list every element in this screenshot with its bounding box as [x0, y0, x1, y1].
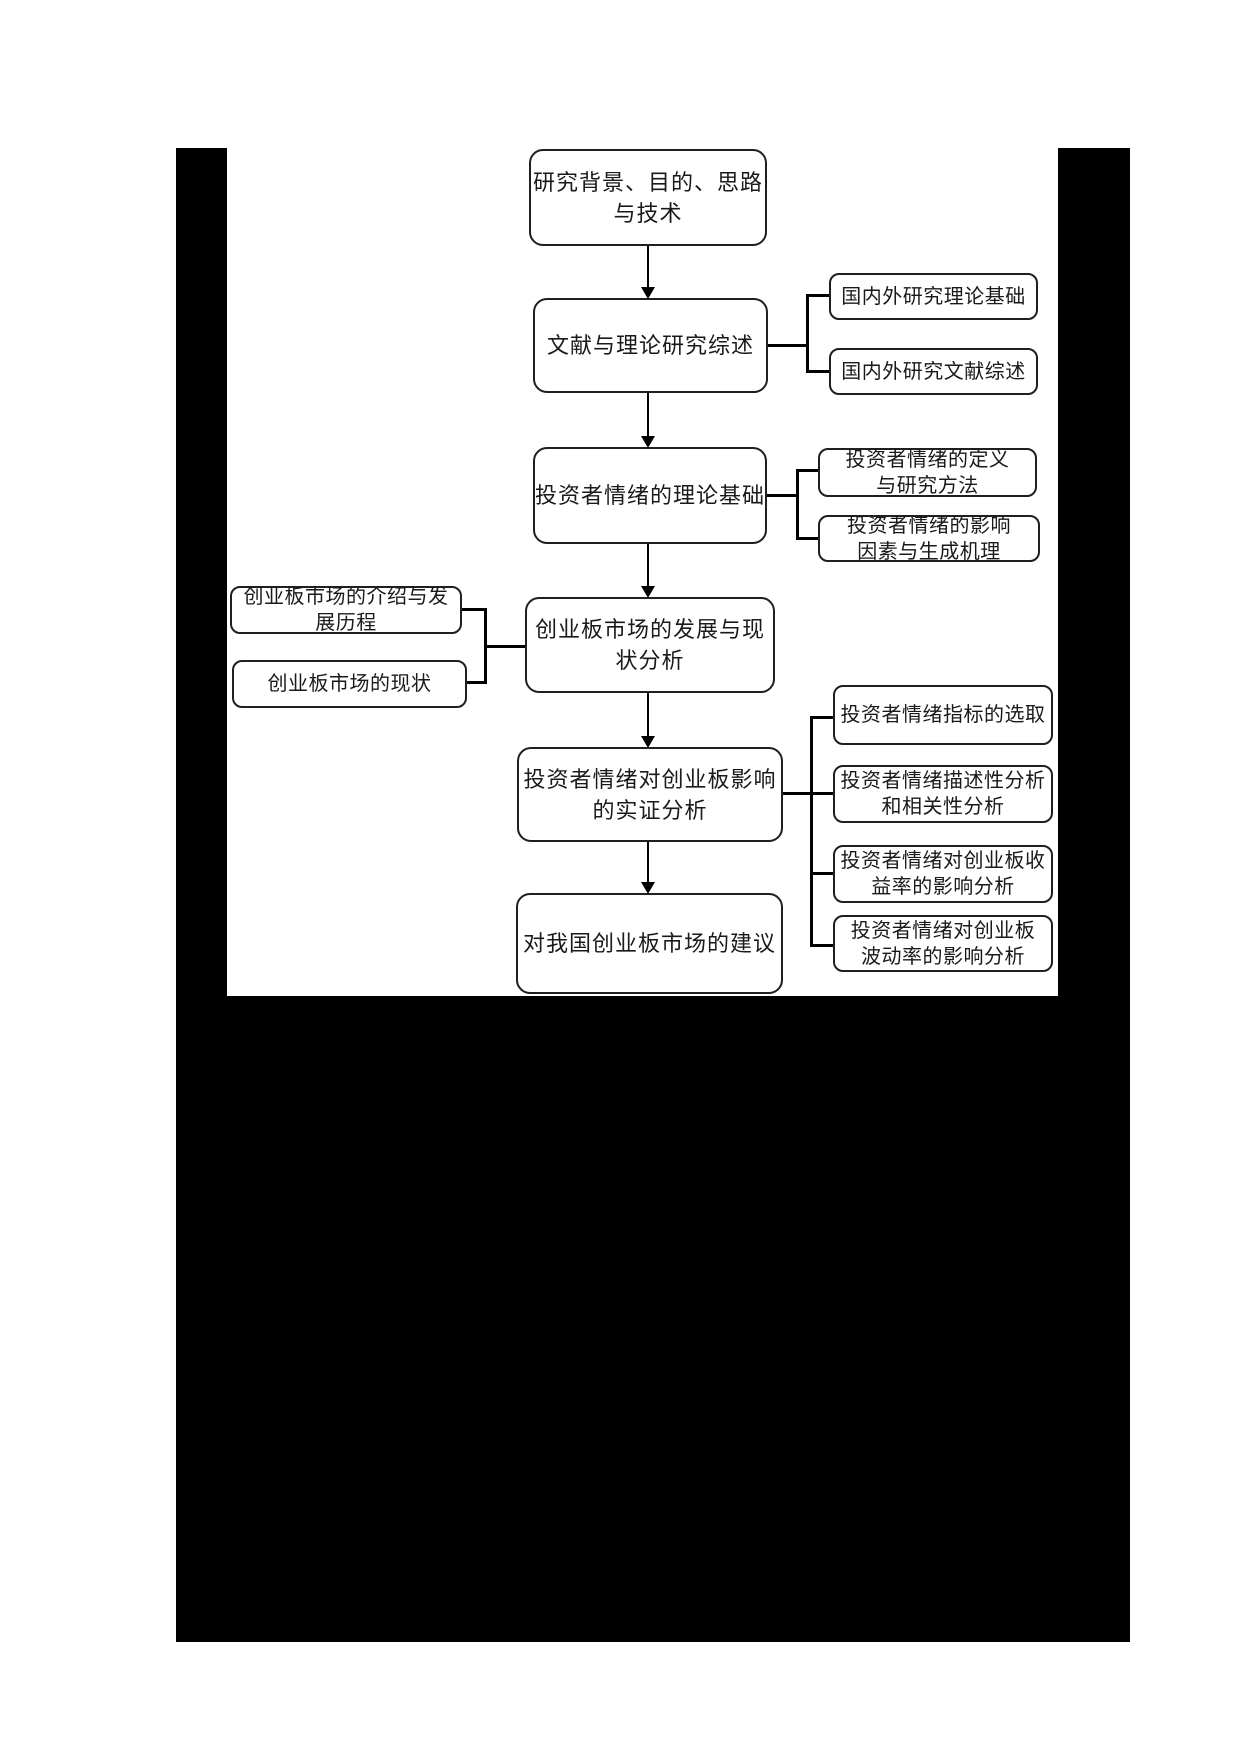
node-return-impact-analysis: 投资者情绪对创业板收 益率的影响分析: [833, 845, 1053, 903]
node-gem-development-analysis: 创业板市场的发展与现 状分析: [525, 597, 775, 693]
node-gem-intro-history: 创业板市场的介绍与发 展历程: [230, 586, 462, 634]
connector-gem-main: [484, 645, 525, 648]
connector-empirical-stub-1: [810, 716, 833, 719]
connector-lit-review-main: [768, 344, 808, 347]
connector-sentiment-main: [767, 494, 798, 497]
connector-gem-stub-1: [462, 608, 486, 611]
node-literature-theory-review: 文献与理论研究综述: [533, 298, 768, 393]
connector-sentiment-stub-2: [796, 537, 818, 540]
connector-sentiment-bracket: [796, 469, 799, 540]
node-sentiment-definition-methods: 投资者情绪的定义 与研究方法: [818, 448, 1037, 497]
flow-arrow-2: [641, 393, 655, 448]
node-sentiment-factors-mechanism: 投资者情绪的影响 因素与生成机理: [818, 515, 1040, 563]
node-domestic-foreign-literature: 国内外研究文献综述: [829, 348, 1038, 395]
node-research-background: 研究背景、目的、思路 与技术: [529, 149, 767, 246]
node-investor-sentiment-theory: 投资者情绪的理论基础: [533, 447, 767, 544]
connector-lit-review-bracket: [806, 294, 809, 373]
node-indicator-selection: 投资者情绪指标的选取: [833, 685, 1053, 745]
connector-sentiment-stub-1: [796, 469, 818, 472]
node-empirical-analysis: 投资者情绪对创业板影响 的实证分析: [517, 747, 783, 842]
connector-empirical-stub-2: [810, 872, 833, 875]
connector-empirical-main: [783, 792, 833, 795]
flow-arrow-1: [641, 246, 655, 299]
flow-arrow-3: [641, 544, 655, 598]
flow-arrow-4: [641, 693, 655, 748]
node-domestic-foreign-theory: 国内外研究理论基础: [829, 273, 1038, 320]
connector-lit-review-stub-1: [806, 294, 829, 297]
node-volatility-impact-analysis: 投资者情绪对创业板 波动率的影响分析: [833, 915, 1053, 972]
connector-empirical-stub-3: [810, 944, 833, 947]
node-gem-current-status: 创业板市场的现状: [232, 660, 467, 708]
node-gem-suggestions: 对我国创业板市场的建议: [516, 893, 783, 994]
connector-empirical-bracket: [810, 716, 813, 947]
flow-arrow-5: [641, 842, 655, 894]
connector-lit-review-stub-2: [806, 370, 829, 373]
node-descriptive-correlation-analysis: 投资者情绪描述性分析 和相关性分析: [833, 765, 1053, 823]
connector-gem-stub-2: [467, 681, 486, 684]
